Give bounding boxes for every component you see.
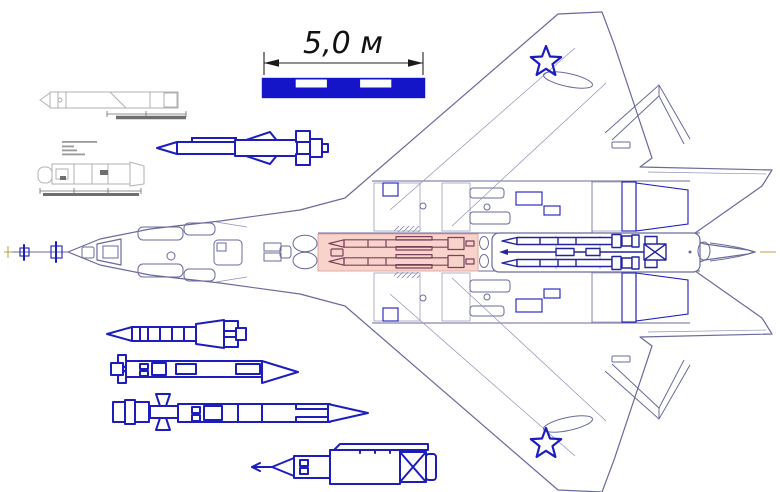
bay-missile-upper <box>328 236 475 251</box>
gray-missile-lower <box>37 161 145 187</box>
blue-missile-upper <box>156 130 329 166</box>
dimension-line-lower <box>39 188 142 196</box>
scale-dimension-arrows <box>263 52 424 75</box>
blue-missile-c <box>112 393 369 431</box>
vertical-tail-planform <box>604 84 691 420</box>
scale-bar: 5,0 м <box>261 26 426 99</box>
rear-bay-missile-lower <box>501 255 658 271</box>
cockpit-canopy <box>96 238 122 266</box>
bay-missile-lower <box>328 254 475 269</box>
blue-hatched-panels <box>382 182 561 322</box>
dimension-line-top <box>106 111 187 120</box>
rear-bay-missile-center <box>499 243 667 261</box>
forward-weapons-bay-highlight <box>317 233 479 272</box>
fuselage-hatches <box>137 221 282 283</box>
rear-bay-missile-upper <box>501 233 658 249</box>
engine-nozzle-upper <box>591 181 689 232</box>
blue-missile-a <box>106 319 247 349</box>
star-insignia-lower-wing <box>529 426 563 458</box>
scale-bar-ruler <box>261 77 426 99</box>
blue-cruise-missile <box>251 443 437 485</box>
rear-weapons-bay <box>491 232 701 273</box>
engine-nozzle-lower <box>591 272 689 323</box>
bay-ejector-fitting <box>330 248 344 257</box>
tail-sting <box>688 241 756 262</box>
nose-access-panel <box>81 246 95 259</box>
gray-missile-top <box>39 91 179 109</box>
aircraft-top-view <box>12 11 773 492</box>
scale-bar-label: 5,0 м <box>303 26 383 61</box>
caption-block <box>62 141 97 156</box>
bay-separator <box>479 236 489 268</box>
intake-splitter-fairings <box>279 234 318 270</box>
nose-pitot-probe <box>12 241 68 263</box>
nacelle-panels <box>419 141 631 363</box>
blue-missile-b <box>110 354 299 384</box>
star-insignia-upper-wing <box>529 44 563 77</box>
wing-panel-lines <box>389 47 767 457</box>
